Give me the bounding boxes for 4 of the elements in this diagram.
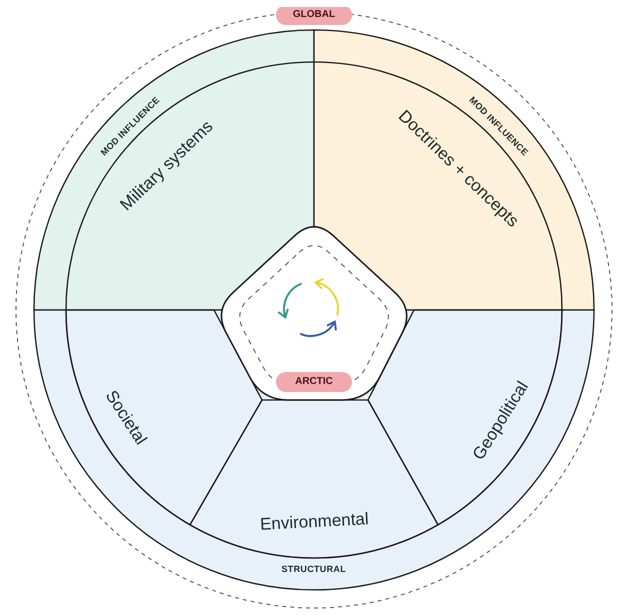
scope-tag: ARCTIC: [276, 372, 352, 392]
ring-label: STRUCTURAL: [282, 564, 346, 574]
sector-label: Environmental: [259, 510, 369, 532]
scope-tag: GLOBAL: [276, 7, 352, 25]
